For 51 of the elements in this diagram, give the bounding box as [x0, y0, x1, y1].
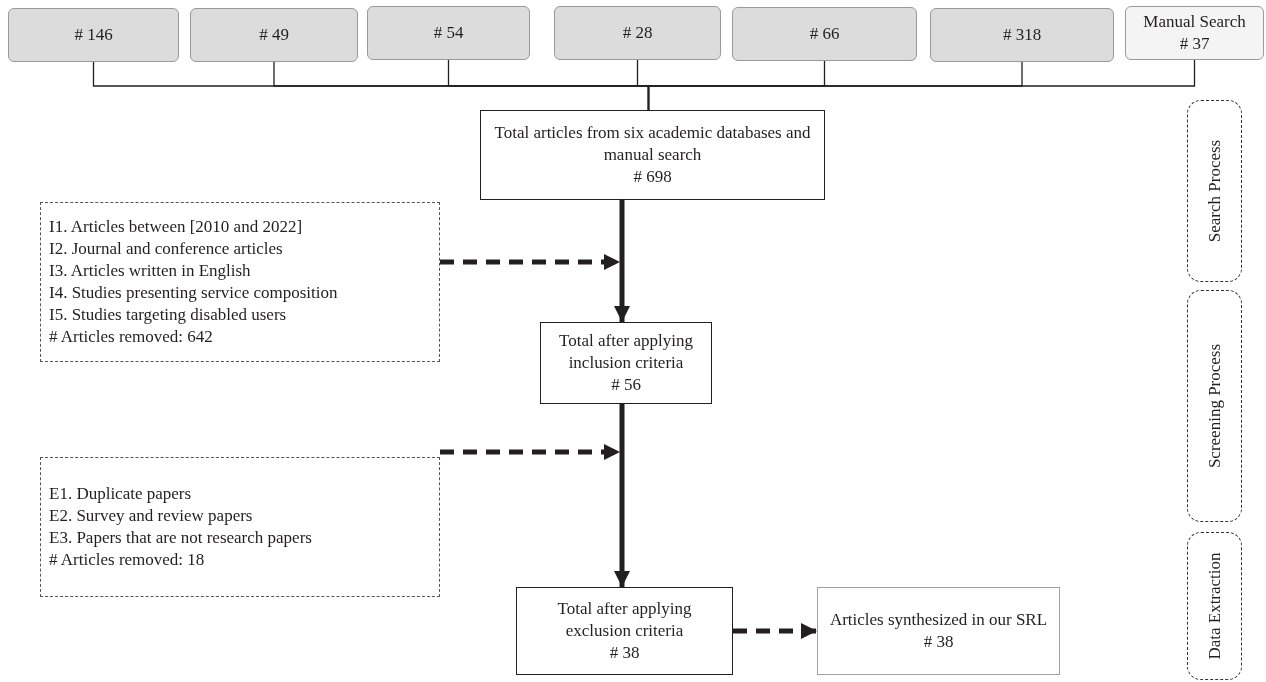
step-text: # 698 [633, 166, 672, 189]
step-text: Total after applying exclusion criteria [556, 597, 693, 642]
criterion-text: I5. Studies targeting disabled users [49, 304, 287, 327]
count-text: # 54 [433, 21, 464, 44]
count-text: # 28 [622, 21, 653, 44]
database-box [190, 8, 358, 62]
step-text: # 56 [611, 374, 641, 397]
database-box [554, 6, 721, 60]
count-text: Manual Search [1143, 10, 1246, 33]
count-text: # 146 [74, 23, 113, 46]
arrow [733, 623, 817, 639]
database-box [367, 6, 530, 60]
step-text: # 38 [923, 631, 954, 653]
step-text: Total articles from six academic databases and manual search [493, 121, 812, 166]
criterion-text: I4. Studies presenting service composition [49, 282, 338, 304]
process-box [516, 587, 733, 675]
database-box [8, 8, 179, 62]
count-text: # 49 [259, 23, 289, 46]
step-text: Total after applying inclusion criteria [558, 329, 694, 374]
criterion-text: # Articles removed: 18 [49, 549, 205, 572]
phase-band [1187, 100, 1242, 282]
connector-line [647, 59, 1196, 111]
count-text: # 66 [809, 22, 840, 45]
criterion-text: I1. Articles between [2010 and 2022] [49, 215, 303, 238]
process-box [817, 587, 1060, 675]
phase-band [1187, 290, 1242, 522]
step-text: Articles synthesized in our SRL [829, 608, 1048, 631]
phase-label: Search Process [1204, 139, 1224, 243]
process-box [540, 322, 712, 404]
count-text: # 318 [1002, 23, 1042, 46]
phase-band [1187, 532, 1242, 680]
arrow [440, 444, 620, 460]
criterion-text: # Articles removed: 642 [49, 326, 213, 349]
database-box [1125, 6, 1264, 60]
phase-label: Screening Process [1204, 343, 1224, 469]
phase-label: Data Extraction [1204, 552, 1224, 660]
count-text: # 37 [1179, 33, 1210, 55]
criterion-text: I2. Journal and conference articles [49, 237, 283, 260]
criterion-text: I3. Articles written in English [49, 259, 251, 282]
arrow [440, 254, 620, 270]
criterion-text: E3. Papers that are not research papers [49, 527, 312, 549]
process-box [480, 110, 825, 200]
database-box [732, 7, 917, 61]
arrow [614, 200, 630, 322]
criteria-box [40, 457, 440, 597]
criteria-box [40, 202, 440, 362]
database-box [930, 8, 1114, 62]
criterion-text: E2. Survey and review papers [49, 504, 253, 527]
criterion-text: E1. Duplicate papers [49, 482, 192, 505]
arrow [614, 404, 630, 587]
step-text: # 38 [609, 642, 640, 665]
